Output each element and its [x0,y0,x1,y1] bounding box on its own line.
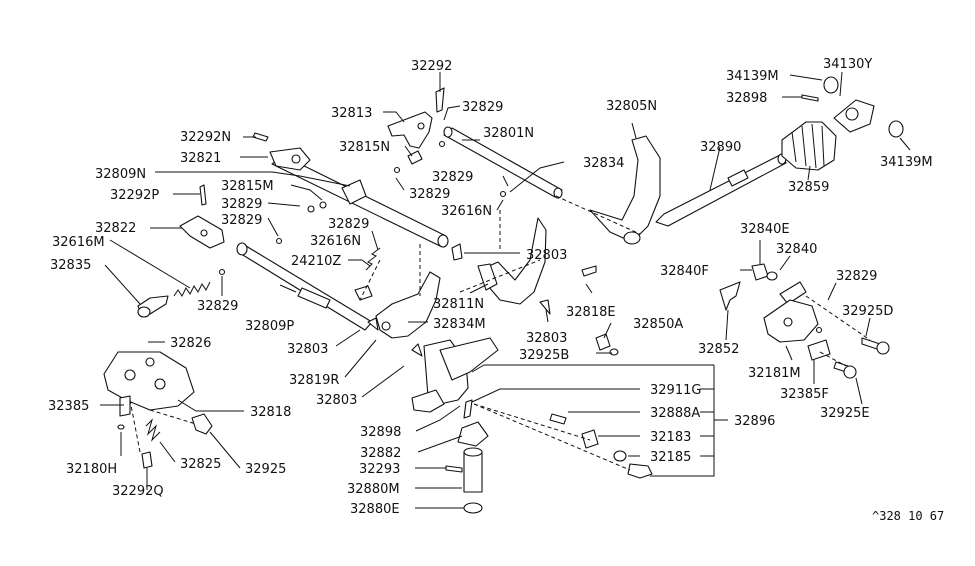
control-lever-32896 [367,243,653,514]
part-label: 32925D [842,304,893,319]
shift-rod-32809P [236,242,373,331]
part-label: 32890 [700,140,741,155]
part-label: 32819R [289,373,339,388]
part-label: 32803 [316,393,357,408]
part-label: 32805N [606,99,657,114]
part-label: 32826 [170,336,211,351]
bolts [595,333,890,379]
housing-32818 [103,351,195,417]
part-label: 32896 [734,414,775,429]
part-label: 32825 [180,457,221,472]
part-label: 32385F [780,387,829,402]
part-label: 32829 [221,197,262,212]
joint-34130Y [801,76,904,138]
part-label: 32821 [180,151,221,166]
part-label: 32803 [526,248,567,263]
part-label: 32293 [359,462,400,477]
part-label: 24210Z [291,254,341,269]
part-label: 32898 [726,91,767,106]
part-label: 32813 [331,106,372,121]
part-label: 32829 [836,269,877,284]
part-label: 32925E [820,406,870,421]
part-label: 32840 [776,242,817,257]
bracket-32181M [763,299,831,361]
part-label: 32925 [245,462,286,477]
part-label: 32801N [483,126,534,141]
diagram-reference-code: ^328 10 67 [872,509,944,523]
part-number-labels: 32292 32813 32829 32801N 32292N 32815N 3… [48,57,944,523]
housing-small-parts [117,413,213,469]
part-label: 32809N [95,167,146,182]
part-drawings [103,76,904,514]
part-label: 32385 [48,399,89,414]
part-label: 32840F [660,264,709,279]
assembly-lines [129,195,871,471]
part-label: 32815M [221,179,274,194]
part-label: 32834 [583,156,624,171]
leader-lines [100,71,911,509]
part-label: 34139M [880,155,933,170]
part-label: 32616N [310,234,361,249]
part-label: 32803 [287,342,328,357]
shift-fork-32834M [375,271,441,339]
part-label: 32880M [347,482,400,497]
part-label: 32815N [339,140,390,155]
part-label: 34139M [726,69,779,84]
part-label: 32811N [433,297,484,312]
part-label: 32829 [328,217,369,232]
part-label: 32834M [433,317,486,332]
part-label: 32292Q [112,484,164,499]
part-label: 32829 [462,100,503,115]
part-label: 32180H [66,462,117,477]
shift-shaft-32890 [655,153,787,227]
part-label: 32809P [245,319,294,334]
boot-32859 [781,121,837,171]
part-label: 32898 [360,425,401,440]
spring-24210Z [354,247,381,301]
part-label: 32850A [633,317,683,332]
part-label: 32616N [441,204,492,219]
shift-fork-32805N [589,135,661,245]
part-label: 32882 [360,446,401,461]
lever-32840 [719,263,807,311]
part-label: 32803 [526,331,567,346]
part-label: 32835 [50,258,91,273]
part-label: 32616M [52,235,105,250]
part-label: 32829 [197,299,238,314]
part-label: 32185 [650,450,691,465]
part-label: 32818E [566,305,616,320]
part-label: 32292 [411,59,452,74]
part-label: 32859 [788,180,829,195]
part-label: 34130Y [823,57,872,72]
detent-pins [218,140,507,276]
part-label: 32880E [350,502,400,517]
part-label: 32888A [650,406,700,421]
part-label: 32911G [650,383,701,398]
shift-lever-32813 [387,87,445,149]
part-label: 32852 [698,342,739,357]
fork-rod-32801N [443,126,563,199]
bracket-32822 [179,215,225,249]
part-label: 32829 [221,213,262,228]
shift-fork-32811N [477,217,547,305]
part-label: 32829 [432,170,473,185]
part-label: 32840E [740,222,790,237]
part-label: 32925B [519,348,569,363]
part-label: 32818 [250,405,291,420]
part-label: 32292P [110,188,159,203]
part-label: 32183 [650,430,691,445]
part-label: 32181M [748,366,801,381]
part-label: 32829 [409,187,450,202]
part-label: 32292N [180,130,231,145]
spring-and-bolt [137,281,211,318]
part-label: 32822 [95,221,136,236]
